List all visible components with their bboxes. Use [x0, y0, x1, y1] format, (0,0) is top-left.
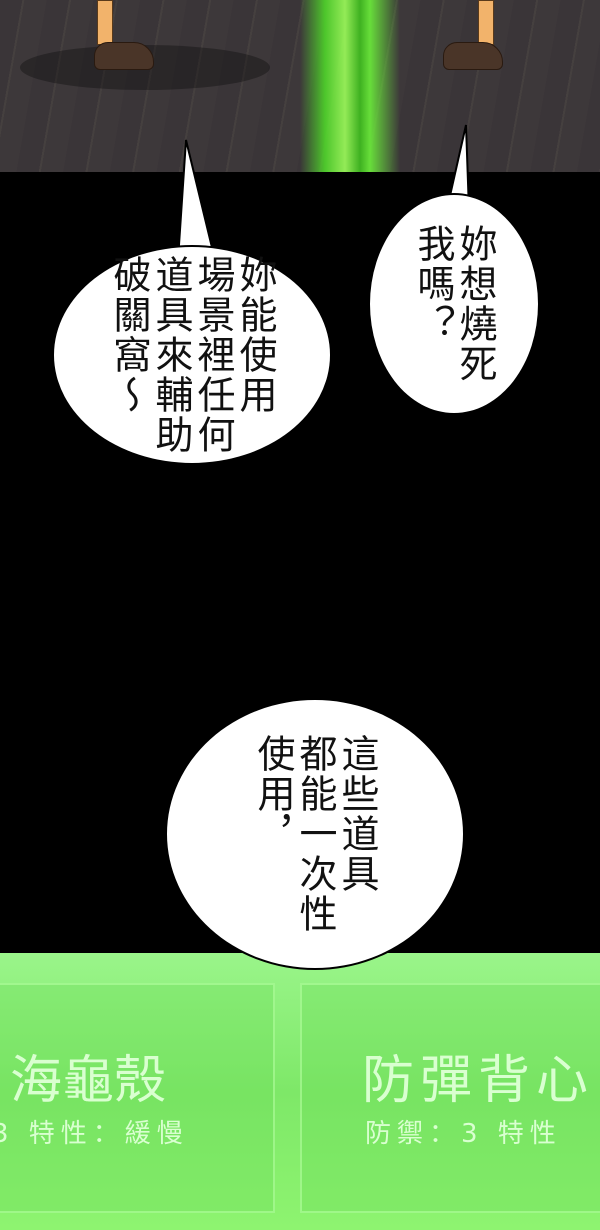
item-card: [0, 983, 275, 1213]
speech-bubble-right: 妳想燒死 我嗎？: [368, 193, 540, 415]
bubble-text: 妳想燒死 我嗎？: [411, 224, 497, 384]
left-shoe: [94, 42, 154, 70]
speech-bubble-bottom: 這些道具 都能一次性 使用，: [165, 698, 465, 970]
line: 我嗎？: [411, 224, 455, 344]
line: 道具來輔助: [149, 255, 193, 455]
bubble-text: 這些道具 都能一次性 使用，: [251, 734, 379, 934]
line: 場景裡任何: [191, 255, 235, 455]
item-stats: 3 特性：緩慢: [0, 1119, 189, 1149]
line: 妳能使用: [233, 255, 277, 415]
floor-panel: [0, 0, 600, 172]
item-name: 海龜殼: [10, 1051, 167, 1111]
speech-bubble-left: 妳能使用 場景裡任何 道具來輔助 破關窩〜: [52, 245, 332, 465]
bubble-text: 妳能使用 場景裡任何 道具來輔助 破關窩〜: [107, 255, 277, 455]
line: 破關窩〜: [107, 255, 151, 415]
line: 妳想燒死: [453, 224, 497, 384]
green-light-beam: [300, 0, 400, 172]
item-name: 防彈背心: [362, 1051, 595, 1111]
line: 使用，: [251, 734, 295, 854]
item-card: [300, 983, 600, 1213]
line: 這些道具: [335, 734, 379, 894]
line: 都能一次性: [293, 734, 337, 934]
item-stats: 防禦：3 特性: [365, 1119, 562, 1149]
item-panel: 海龜殼 3 特性：緩慢 防彈背心 防禦：3 特性: [0, 953, 600, 1230]
